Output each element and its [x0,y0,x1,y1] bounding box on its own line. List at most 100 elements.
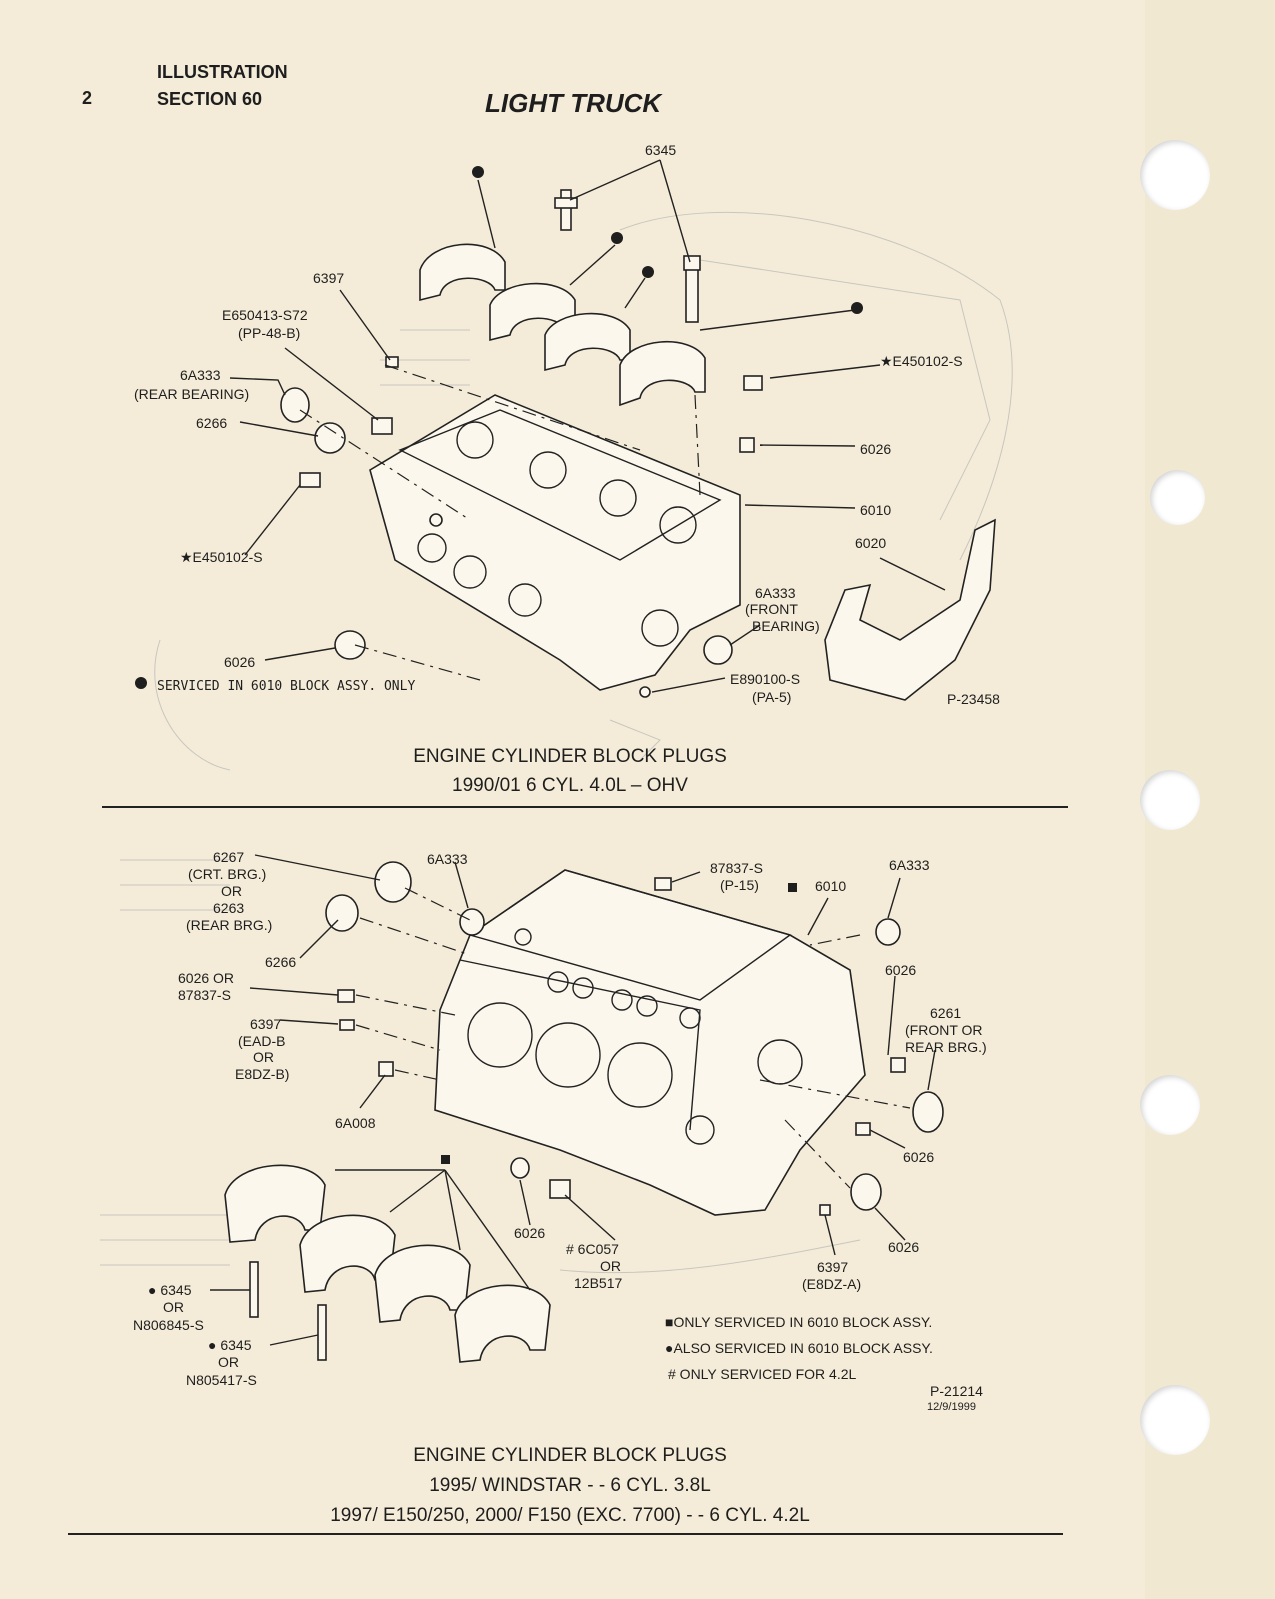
seal-6a333-right [875,918,901,946]
plug-e450102-right [743,375,763,391]
binder-hole [1150,470,1205,525]
callout-n806845: N806845-S [133,1317,204,1333]
plug-6026-right-b [890,1057,906,1073]
callout-pa5: (PA-5) [752,689,791,705]
callout-rear-brg: (REAR BRG.) [186,917,272,933]
callout-or-1: OR [221,883,242,899]
callout-6266: 6266 [196,415,227,431]
callout-n805417: N805417-S [186,1372,257,1388]
plug-6026-bottom-center [510,1157,530,1179]
cup-plug-6266 [314,422,346,454]
callout-or-3: OR [600,1258,621,1274]
binder-hole [1140,1075,1200,1135]
section-label: ILLUSTRATION [157,62,288,82]
bottom-bearing-caps [224,1164,551,1363]
callout-6a333-rear: 6A333 [180,367,221,383]
page-title: LIGHT TRUCK [485,88,662,118]
binder-hole [1140,1385,1210,1455]
top-callouts: 6345 6397 E650413-S72 (PP-48-B) 6A333 (R… [134,142,1000,707]
callout-6026-bottom-center: 6026 [514,1225,545,1241]
callout-e450102-left: ★E450102-S [180,549,263,565]
callout-6a008: 6A008 [335,1115,376,1131]
rear-bearing-seal [280,387,310,423]
seal-6267 [374,861,412,903]
callout-6026-lower: 6026 [224,654,255,670]
bottom-engine-block-diagram [210,854,944,1363]
bottom-caption-line2: 1995/ WINDSTAR - - 6 CYL. 3.8L [429,1475,711,1496]
seal-6261 [912,1091,944,1133]
drain-plug-6c057 [549,1179,571,1199]
divider-rule [102,806,1068,808]
figure-id-p21214: P-21214 [930,1383,983,1399]
callout-6397-e8dza: 6397 [817,1259,848,1275]
callout-rear-bearing: (REAR BEARING) [134,386,249,402]
binder-hole [1140,770,1200,830]
callout-front: (FRONT [745,601,798,617]
plug-6397-ead [339,1019,355,1031]
legend-also-serviced: ●ALSO SERVICED IN 6010 BLOCK ASSY. [665,1340,933,1356]
bolt-n805417 [317,1304,327,1361]
callout-6a333-left: 6A333 [427,851,468,867]
callout-6345-a: ● 6345 [148,1282,192,1298]
plug-6397-e8dza [819,1204,831,1216]
callout-6026-lower-right: 6026 [903,1149,934,1165]
callout-6a333-right: 6A333 [889,857,930,873]
callout-6026-bottom-right: 6026 [888,1239,919,1255]
divider-rule-bottom [68,1533,1063,1535]
plug-6a008 [378,1061,394,1077]
callout-6345-b: ● 6345 [208,1337,252,1353]
bottom-callouts: 6267 (CRT. BRG.) OR 6263 (REAR BRG.) 626… [133,849,987,1413]
callout-e450102-right: ★E450102-S [880,353,963,369]
top-cylinder-block [369,394,741,691]
callout-e890100: E890100-S [730,671,800,687]
top-bearing-caps [419,243,706,407]
callout-6345: 6345 [645,142,676,158]
seal-6a333-left [459,908,485,936]
page-number: 2 [82,88,93,108]
callout-p15: (P-15) [720,877,759,893]
binder-hole [1140,140,1210,210]
plug-6026-87837 [337,989,355,1003]
callout-6263: 6263 [213,900,244,916]
callout-6010-b: 6010 [815,878,846,894]
bottom-caption-title: ENGINE CYLINDER BLOCK PLUGS [413,1445,727,1466]
top-bolts [554,189,701,323]
callout-6c057: # 6C057 [566,1241,619,1257]
callout-6397-b: 6397 [250,1016,281,1032]
bolt-n806845 [249,1261,259,1318]
callout-crt-brg: (CRT. BRG.) [188,866,266,882]
callout-6026-right: 6026 [860,441,891,457]
callout-6267: 6267 [213,849,244,865]
callout-6397: 6397 [313,270,344,286]
callout-e8dz-a: (E8DZ-A) [802,1276,861,1292]
callout-or-2: OR [253,1049,274,1065]
plug-e890100 [639,686,651,698]
front-bearing-seal [703,635,733,665]
figure-date: 12/9/1999 [927,1401,976,1413]
callout-or-4: OR [163,1299,184,1315]
callout-6020: 6020 [855,535,886,551]
top-engine-block-diagram [135,159,996,701]
callout-e8dz-b: E8DZ-B) [235,1066,289,1082]
callout-6a333-front: 6A333 [755,585,796,601]
plug-6026-lower [334,630,366,660]
callout-6026-right-b: 6026 [885,962,916,978]
section-number: SECTION 60 [157,89,263,109]
callout-6261: 6261 [930,1005,961,1021]
top-caption-subtitle: 1990/01 6 CYL. 4.0L – OHV [452,775,688,796]
callout-87837-p15: 87837-S [710,860,763,876]
callout-6010: 6010 [860,502,891,518]
callout-e650413: E650413-S72 [222,307,308,323]
callout-pp48b: (PP-48-B) [238,325,300,341]
callout-ead-b: (EAD-B [238,1033,285,1049]
bottom-caption-line3: 1997/ E150/250, 2000/ F150 (EXC. 7700) -… [330,1505,810,1526]
callout-87837s: 87837-S [178,987,231,1003]
cup-plug-6266-b [325,894,359,932]
figure-id-p23458: P-23458 [947,691,1000,707]
callout-6266-b: 6266 [265,954,296,970]
callout-rear-brg-b: REAR BRG.) [905,1039,987,1055]
bottom-cylinder-block [434,869,866,1216]
top-caption-title: ENGINE CYLINDER BLOCK PLUGS [413,746,727,767]
plug-6026-right [739,437,755,453]
